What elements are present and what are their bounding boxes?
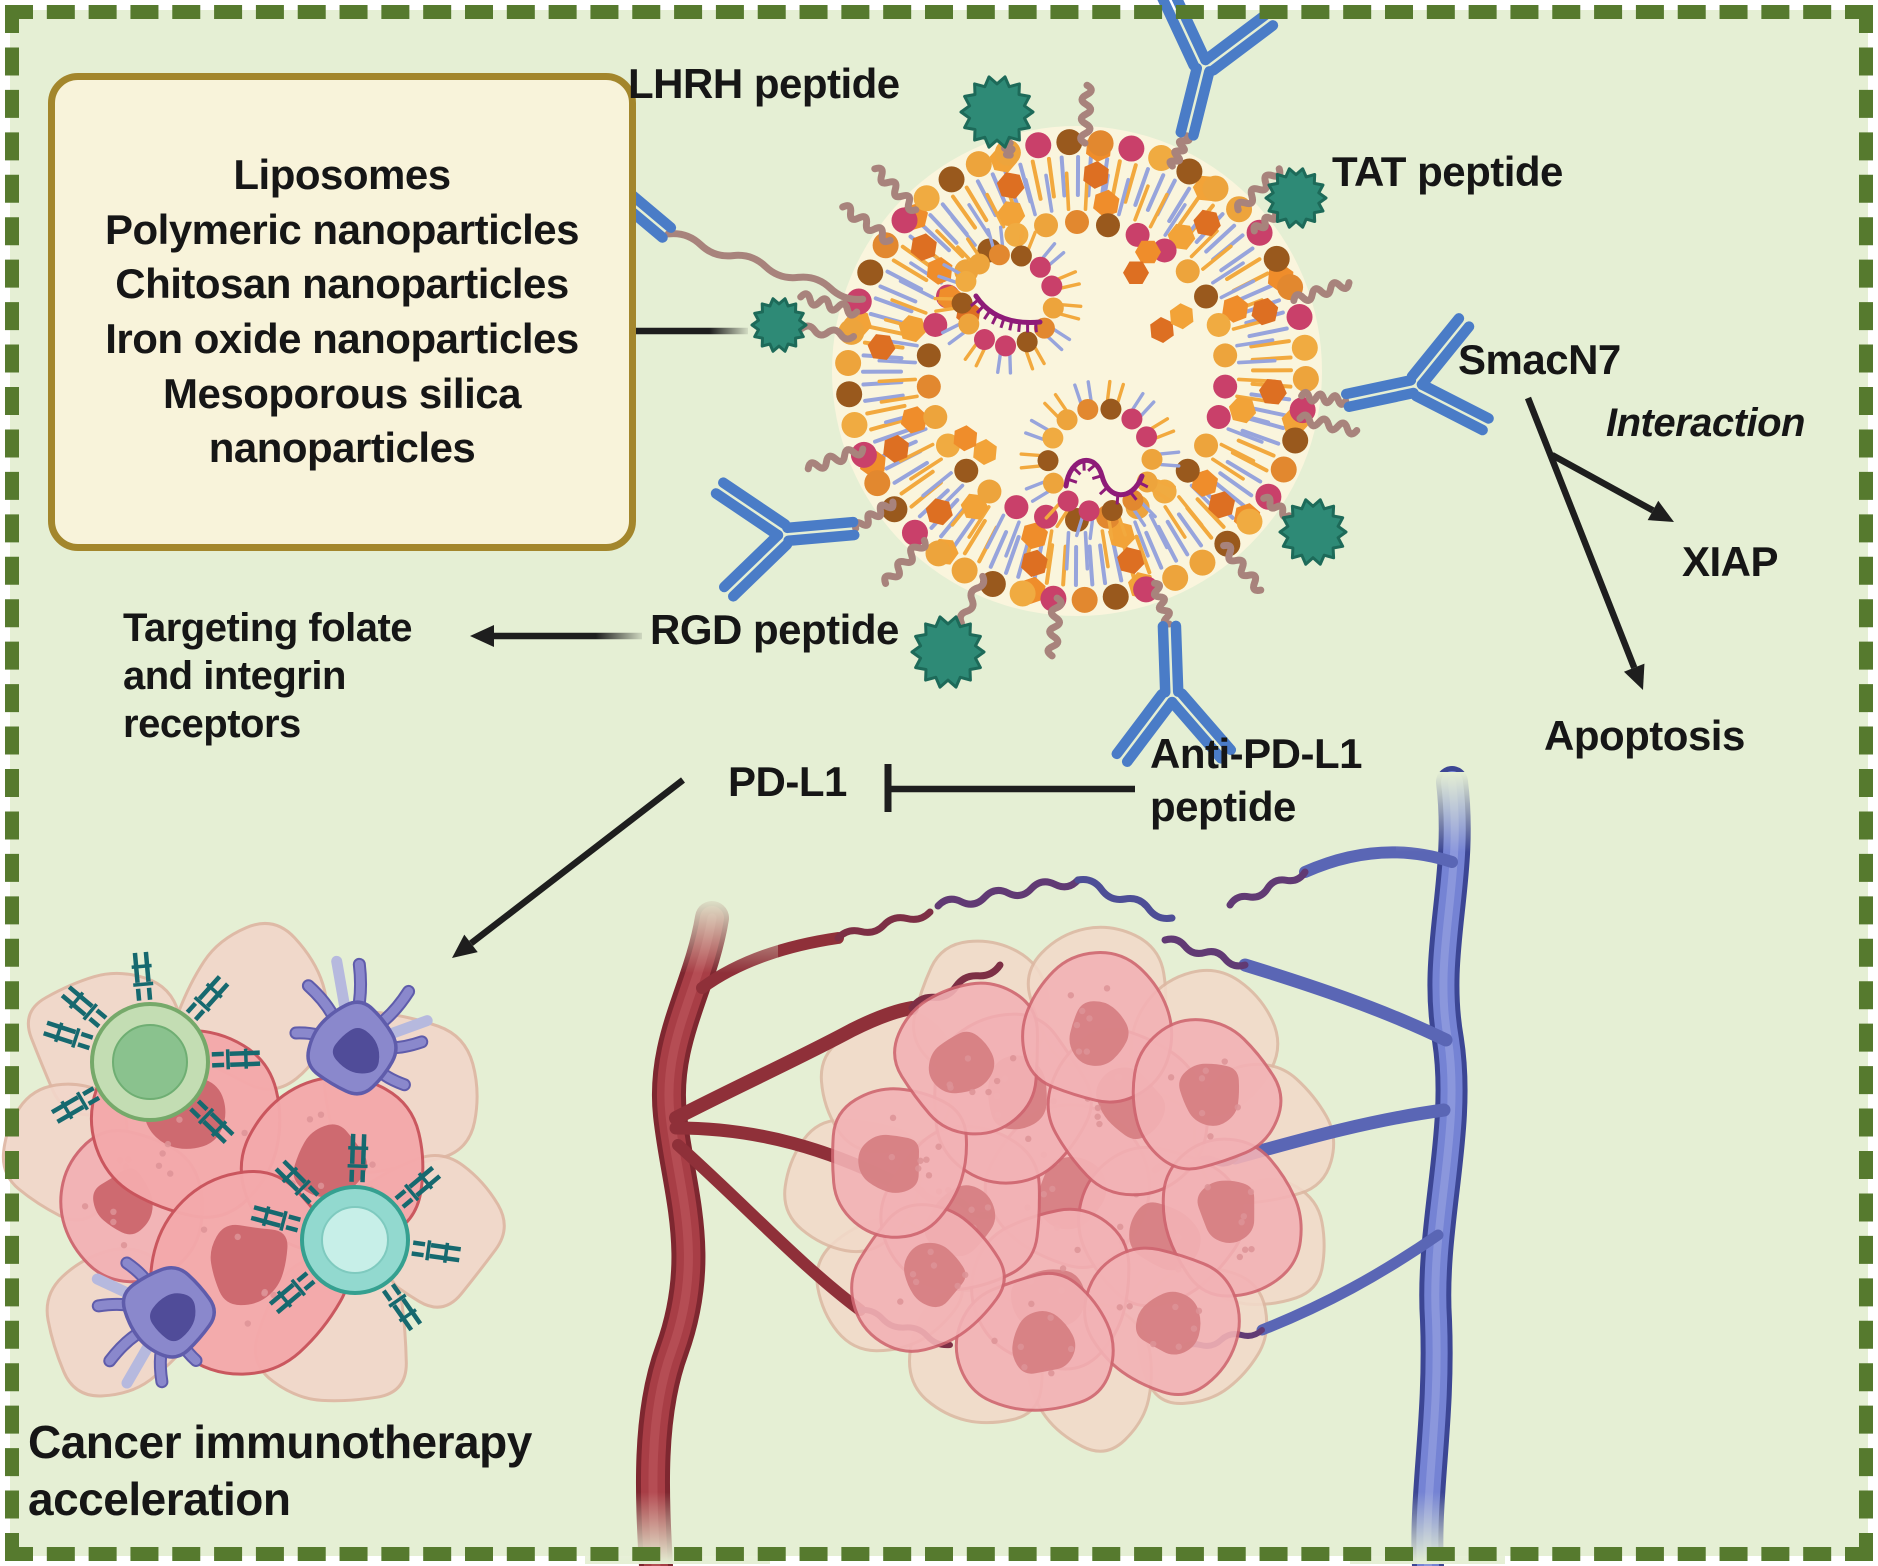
label-line: and integrin xyxy=(123,654,346,698)
box-item: Iron oxide nanoparticles xyxy=(105,315,579,362)
nanoparticle-types-box: Liposomes Polymeric nanoparticles Chitos… xyxy=(48,73,636,551)
capillaries xyxy=(934,876,1176,922)
label-line: Anti-PD-L1 xyxy=(1150,730,1362,777)
label-xiap: XIAP xyxy=(1682,538,1779,585)
peptide-star-icon xyxy=(959,75,1035,149)
label-rgd-peptide: RGD peptide xyxy=(650,606,899,653)
peptide-star-icon xyxy=(750,297,808,353)
antibody-icon xyxy=(1341,313,1494,436)
label-line: Cancer immunotherapy xyxy=(28,1416,532,1468)
arrows xyxy=(452,320,1674,958)
label-smacn7: SmacN7 xyxy=(1458,336,1621,383)
label-line: receptors xyxy=(123,702,301,746)
peptide-star-icon xyxy=(1264,167,1328,229)
label-line: acceleration xyxy=(28,1473,291,1526)
blood-vessels xyxy=(635,766,1471,1566)
peptide-star-icon xyxy=(910,615,986,689)
label-pd-l1: PD-L1 xyxy=(728,758,847,805)
label-anti-pd-l1-peptide: Anti-PD-L1 peptide xyxy=(1150,728,1362,833)
box-item: Chitosan nanoparticles xyxy=(115,260,569,308)
label-targeting-receptors: Targeting folate and integrin receptors xyxy=(123,604,413,748)
antibody-icon xyxy=(710,477,860,602)
label-lhrh-peptide: LHRH peptide xyxy=(628,60,900,107)
label-apoptosis: Apoptosis xyxy=(1544,712,1745,759)
label-interaction: Interaction xyxy=(1606,401,1805,445)
label-tat-peptide: TAT peptide xyxy=(1332,148,1563,195)
box-item: Liposomes xyxy=(233,151,451,199)
liposome-nanoparticle xyxy=(528,0,1494,767)
label-line: Targeting folate xyxy=(123,606,413,650)
peptide-star-icon xyxy=(1278,498,1348,566)
tumor-cells xyxy=(831,951,1303,1412)
box-item: Polymeric nanoparticles xyxy=(104,205,580,253)
label-cancer-immunotherapy: Cancer immunotherapy acceleration xyxy=(28,1414,532,1528)
cancer-cell-cluster xyxy=(1,921,506,1403)
box-item: Mesoporous silica nanoparticles xyxy=(163,369,521,472)
antibody-icon xyxy=(1111,620,1237,767)
label-line: peptide xyxy=(1150,782,1296,830)
antibody-icon xyxy=(1156,0,1279,141)
